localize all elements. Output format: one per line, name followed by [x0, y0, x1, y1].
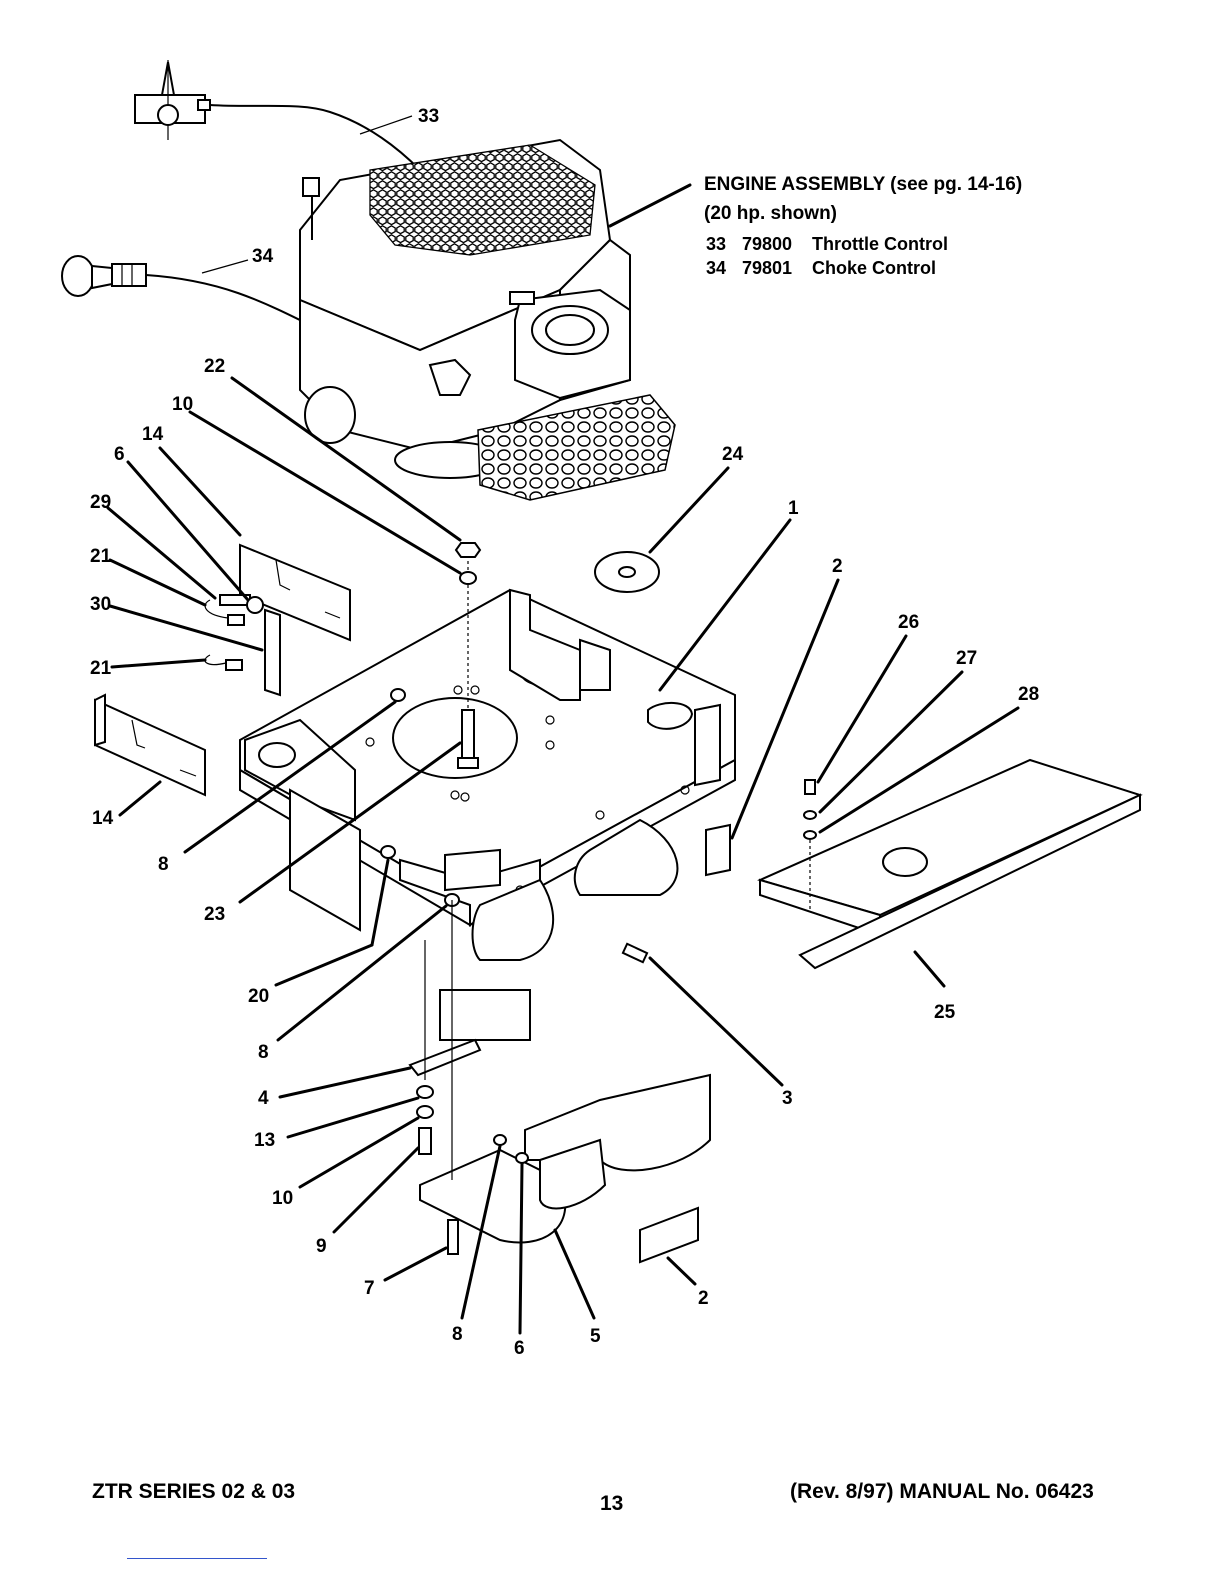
decal-2-lower — [640, 1208, 698, 1262]
callout-24: 24 — [722, 444, 744, 465]
callout-5: 5 — [590, 1326, 601, 1347]
battery-tray — [420, 990, 710, 1243]
callout-21-lower: 21 — [90, 658, 112, 679]
callout-2-lower: 2 — [698, 1288, 709, 1309]
footer-manual-number: (Rev. 8/97) MANUAL No. 06423 — [790, 1480, 1094, 1504]
item-number: 34 — [706, 256, 742, 280]
callout-4: 4 — [258, 1088, 269, 1109]
callout-10-lower: 10 — [272, 1188, 293, 1209]
callout-13: 13 — [254, 1130, 275, 1151]
part-description: Throttle Control — [812, 232, 948, 256]
callout-14-lower: 14 — [92, 808, 114, 829]
engine-assembly — [300, 140, 675, 500]
bracket-14-lower — [95, 695, 205, 795]
throttle-control — [135, 60, 420, 170]
callout-26: 26 — [898, 612, 919, 633]
side-panel-25 — [760, 760, 1140, 968]
engine-note-title: ENGINE ASSEMBLY (see pg. 14-16) — [704, 170, 1022, 199]
bracket-14-upper — [240, 545, 350, 640]
callout-27: 27 — [956, 648, 977, 669]
footer-series: ZTR SERIES 02 & 03 — [92, 1480, 295, 1504]
callout-21-upper: 21 — [90, 546, 112, 567]
callout-14-upper: 14 — [142, 424, 164, 445]
callout-25: 25 — [934, 1002, 956, 1023]
bolt-3 — [623, 944, 647, 962]
callout-6-upper: 6 — [114, 444, 125, 465]
part-number: 79800 — [742, 232, 812, 256]
callout-7: 7 — [364, 1278, 375, 1299]
callout-8-lower: 8 — [452, 1324, 463, 1345]
callout-29: 29 — [90, 492, 111, 513]
callout-1: 1 — [788, 498, 799, 519]
page-number: 13 — [600, 1492, 623, 1516]
decal-2-upper — [706, 825, 730, 875]
item-number: 33 — [706, 232, 742, 256]
washer-24 — [595, 552, 659, 592]
engine-assembly-note: ENGINE ASSEMBLY (see pg. 14-16) (20 hp. … — [704, 170, 1022, 228]
part-number: 79801 — [742, 256, 812, 280]
callout-30: 30 — [90, 594, 111, 615]
callout-2-upper: 2 — [832, 556, 843, 577]
callout-6-lower: 6 — [514, 1338, 525, 1359]
callout-34: 34 — [252, 246, 274, 267]
callout-8-upper: 8 — [158, 854, 169, 875]
callout-23: 23 — [204, 904, 225, 925]
callout-10-upper: 10 — [172, 394, 193, 415]
bottom-rule — [127, 1558, 267, 1559]
callout-22: 22 — [204, 356, 225, 377]
callout-3: 3 — [782, 1088, 793, 1109]
part-description: Choke Control — [812, 256, 936, 280]
callout-28: 28 — [1018, 684, 1039, 705]
callout-20: 20 — [248, 986, 269, 1007]
callout-8-middle: 8 — [258, 1042, 269, 1063]
engine-note-subtitle: (20 hp. shown) — [704, 199, 1022, 228]
callout-33: 33 — [418, 106, 439, 127]
callout-9: 9 — [316, 1236, 327, 1257]
